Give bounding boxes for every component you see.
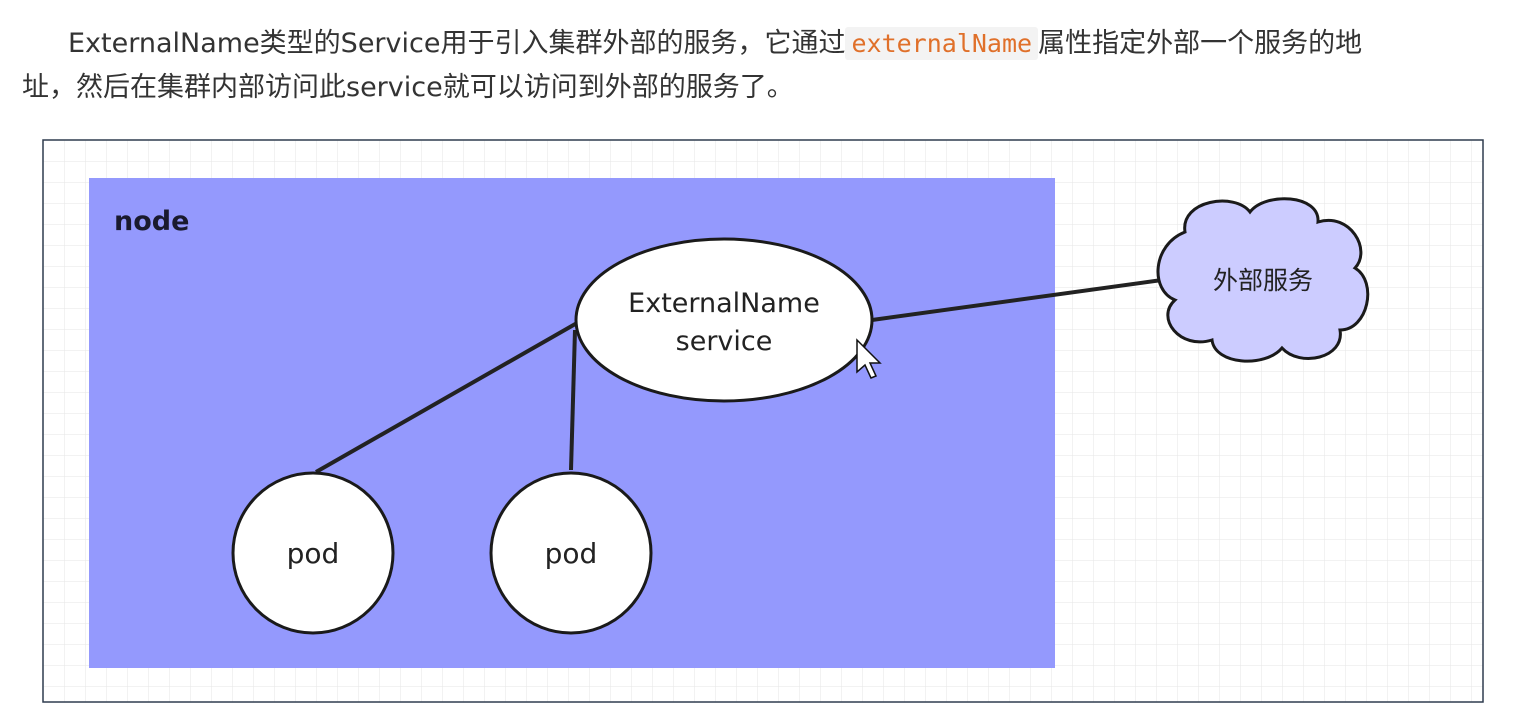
service-to-external-line — [871, 278, 1163, 322]
pod2-to-service-line — [569, 329, 577, 471]
service-label-line1: ExternalName — [628, 288, 820, 319]
node-label: node — [114, 206, 189, 237]
external-service-cloud — [1156, 197, 1370, 363]
service-label-line2: service — [676, 326, 773, 357]
paragraph-text-prefix: ExternalName类型的Service用于引入集群外部的服务，它通过 — [68, 28, 846, 59]
inline-code-externalname: externalName — [845, 27, 1039, 60]
externalname-service-node — [574, 237, 874, 403]
pod-circle-1 — [231, 471, 395, 635]
external-service-label: 外部服务 — [1213, 266, 1313, 295]
mouse-cursor-icon — [856, 338, 882, 379]
diagram-frame — [42, 139, 1484, 703]
paragraph-line-2: 址，然后在集群内部访问此service就可以访问到外部的服务了。 — [22, 72, 794, 103]
pod-label-1: pod — [287, 537, 340, 570]
pod-label-2: pod — [545, 537, 598, 570]
paragraph-text-suffix: 属性指定外部一个服务的地 — [1038, 28, 1363, 59]
pod1-to-service-line — [315, 321, 578, 474]
pod-circle-2 — [489, 471, 653, 635]
